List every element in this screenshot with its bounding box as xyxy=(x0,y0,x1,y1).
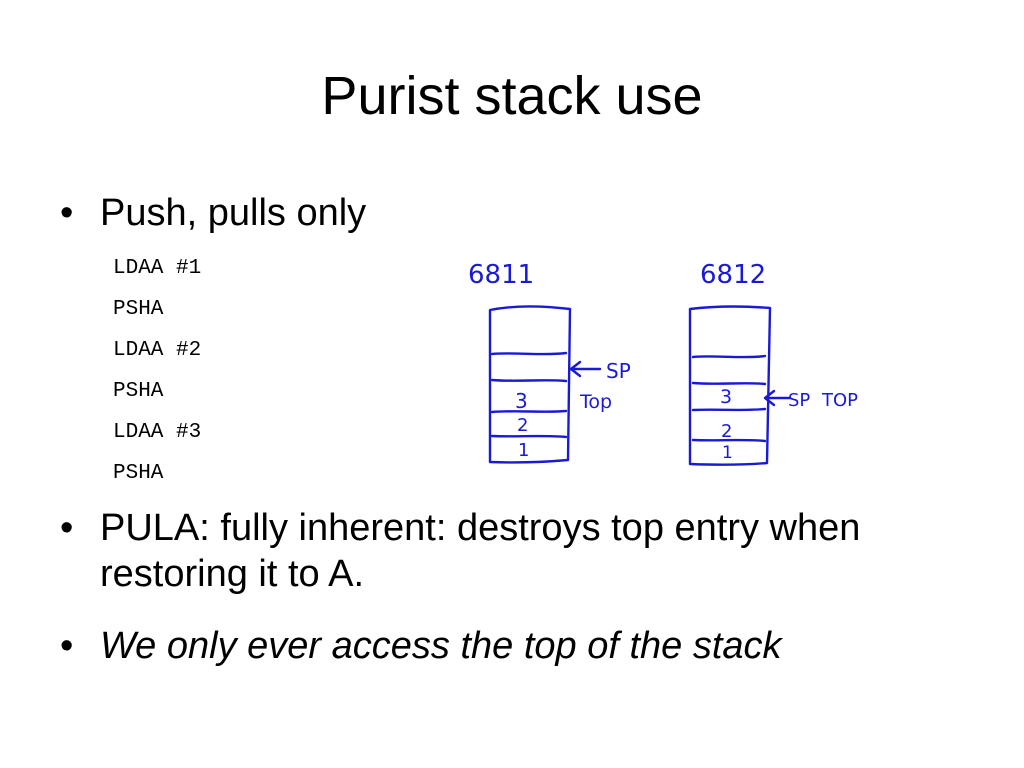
slide-title: Purist stack use xyxy=(321,66,703,126)
bullet-marker: • xyxy=(60,192,74,234)
bullet-text: We only ever access the top of the stack xyxy=(100,625,782,667)
stack-6812: 6812 3 2 1 SP TOP xyxy=(688,260,858,466)
code-line: PSHA xyxy=(113,298,164,321)
stack-cell-value: 2 xyxy=(517,415,528,436)
bullet-marker: • xyxy=(60,507,74,549)
code-line: PSHA xyxy=(113,462,164,485)
code-line: LDAA #1 xyxy=(113,257,202,280)
code-line: PSHA xyxy=(113,380,164,403)
code-listing: LDAA #1 PSHA LDAA #2 PSHA LDAA #3 PSHA xyxy=(113,248,201,494)
bullet-push-pulls: • Push, pulls only xyxy=(60,190,366,236)
stack-divider xyxy=(691,354,767,359)
bullet-text: PULA: fully inherent: destroys top entry… xyxy=(100,507,861,595)
top-label: Top xyxy=(579,391,612,413)
stack-cell-value: 3 xyxy=(515,389,528,413)
stack-divider xyxy=(490,434,568,439)
stack-cell-value: 1 xyxy=(722,443,733,463)
stack-cell-value: 2 xyxy=(721,421,732,442)
sp-arrow-icon xyxy=(763,389,792,407)
code-line: LDAA #2 xyxy=(113,339,202,362)
stack-divider xyxy=(490,351,568,356)
sp-arrow-icon xyxy=(569,360,602,378)
stack-outline xyxy=(488,305,572,464)
sp-label: SP xyxy=(788,390,810,411)
bullet-top-only: • We only ever access the top of the sta… xyxy=(60,623,782,669)
stack-divider xyxy=(691,381,767,386)
stack-divider xyxy=(490,409,568,414)
code-line: LDAA #3 xyxy=(113,421,202,444)
bullet-text: Push, pulls only xyxy=(100,192,367,234)
stack-label-6812: 6812 xyxy=(700,260,766,290)
stack-6811: 6811 3 2 1 SP Top xyxy=(468,260,631,464)
stack-divider xyxy=(691,407,767,412)
stack-divider xyxy=(691,438,767,443)
stack-divider xyxy=(490,378,568,383)
sp-label: SP xyxy=(606,359,631,383)
stack-cell-value: 1 xyxy=(518,440,529,461)
bullet-marker: • xyxy=(60,625,74,667)
stack-cell-value: 3 xyxy=(720,386,732,408)
bullet-pula: • PULA: fully inherent: destroys top ent… xyxy=(60,505,940,597)
top-label: TOP xyxy=(821,390,858,411)
stack-outline xyxy=(688,305,772,466)
stack-label-6811: 6811 xyxy=(468,260,534,290)
